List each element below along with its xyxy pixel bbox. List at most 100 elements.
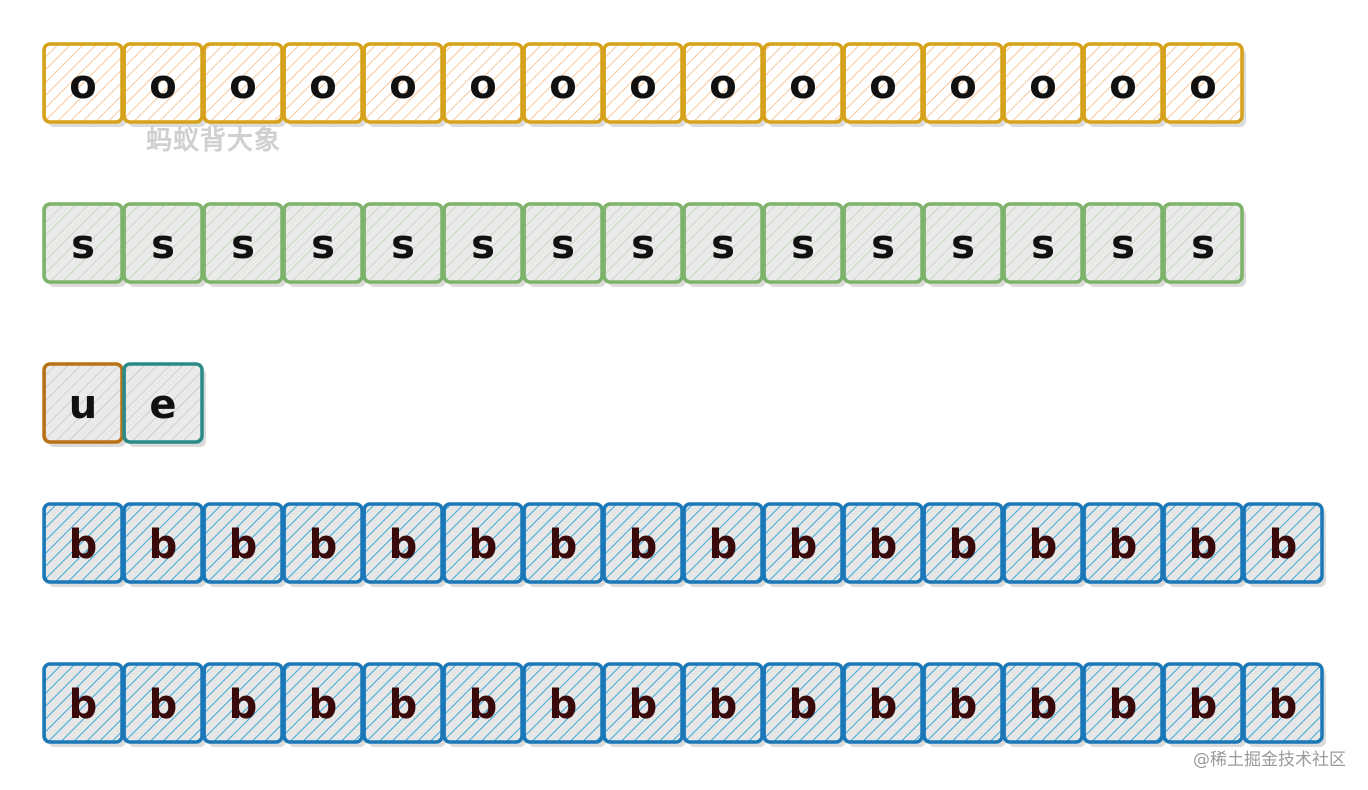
cell-letter: e [149, 382, 176, 428]
cell-letter: b [949, 682, 978, 728]
cell-border-sketch [524, 202, 603, 283]
row-o-cell-8: o [602, 42, 686, 127]
cell-hatch [1004, 44, 1082, 122]
cell-letter: o [469, 62, 496, 108]
cell-hatch [284, 204, 362, 282]
cell-border-sketch [1084, 42, 1163, 123]
row-b-2-cell-10: b [762, 662, 846, 747]
cell-hatch [764, 664, 842, 742]
cell-hatch [1004, 504, 1082, 582]
cell-letter: o [789, 62, 816, 108]
cell-hatch [364, 44, 442, 122]
cell-hatch [204, 504, 282, 582]
cell-hatch [124, 204, 202, 282]
cell-hatch [444, 44, 522, 122]
cell-hatch [204, 664, 282, 742]
cell-hatch [1004, 204, 1082, 282]
row-b-2-cell-6: b [442, 662, 526, 747]
row-b-1-cell-2: b [122, 502, 206, 587]
row-s-cell-11: s [842, 202, 926, 287]
cell-hatch [764, 504, 842, 582]
cell-letter: s [871, 222, 895, 268]
cell-border-sketch [764, 662, 843, 743]
row-ue-cell-2: e [122, 362, 206, 447]
cell-hatch [924, 504, 1002, 582]
cell-hatch [1164, 204, 1242, 282]
row-s-cell-12: s [922, 202, 1006, 287]
cell-border-sketch [1244, 662, 1323, 743]
cell-letter: b [869, 522, 898, 568]
row-o-cell-7: o [522, 42, 606, 127]
cell-hatch [44, 364, 122, 442]
cell-letter: b [1109, 682, 1138, 728]
cell-border-sketch [44, 202, 123, 283]
cell-letter: b [1109, 522, 1138, 568]
cell-letter: o [1109, 62, 1136, 108]
cell-border-sketch [284, 502, 363, 583]
cell-hatch [124, 504, 202, 582]
cell-letter: b [469, 522, 498, 568]
cell-hatch [204, 204, 282, 282]
cell-letter: o [629, 62, 656, 108]
cell-letter: b [229, 682, 258, 728]
cell-hatch [764, 204, 842, 282]
cell-letter: s [231, 222, 255, 268]
cell-letter: o [549, 62, 576, 108]
cell-border-sketch [764, 42, 843, 123]
cell-letter: b [549, 682, 578, 728]
cell-hatch [524, 504, 602, 582]
cell-letter: o [389, 62, 416, 108]
cell-hatch [764, 44, 842, 122]
cell-border-sketch [1004, 42, 1083, 123]
cell-border-sketch [1164, 502, 1243, 583]
cell-letter: b [1029, 682, 1058, 728]
cell-hatch [124, 664, 202, 742]
row-s-cell-10: s [762, 202, 846, 287]
cell-letter: b [69, 682, 98, 728]
cell-letter: b [1189, 682, 1218, 728]
cell-border-sketch [924, 42, 1003, 123]
row-o-cell-6: o [442, 42, 526, 127]
cell-border-sketch [44, 362, 123, 443]
cell-hatch [1164, 504, 1242, 582]
row-b-2-cell-2: b [122, 662, 206, 747]
row-s-cell-5: s [362, 202, 446, 287]
cell-letter: s [71, 222, 95, 268]
cell-border-sketch [1004, 202, 1083, 283]
cell-hatch [124, 44, 202, 122]
cell-border-sketch [924, 202, 1003, 283]
cell-hatch [844, 204, 922, 282]
cell-border-sketch [284, 202, 363, 283]
cell-letter: b [709, 522, 738, 568]
cell-letter: b [629, 522, 658, 568]
cell-border-sketch [124, 502, 203, 583]
cell-border-sketch [1004, 502, 1083, 583]
cell-hatch [524, 44, 602, 122]
cell-letter: s [791, 222, 815, 268]
row-o-cell-13: o [1002, 42, 1086, 127]
row-o-cell-5: o [362, 42, 446, 127]
cell-letter: s [1031, 222, 1055, 268]
cell-border-sketch [684, 662, 763, 743]
cell-letter: b [789, 682, 818, 728]
cell-letter: b [469, 682, 498, 728]
cell-border-sketch [364, 662, 443, 743]
cell-letter: b [629, 682, 658, 728]
cell-border-sketch [364, 42, 443, 123]
row-o-cell-2: o [122, 42, 206, 127]
cell-border-sketch [1164, 662, 1243, 743]
cell-hatch [524, 664, 602, 742]
row-b-2-cell-16: b [1242, 662, 1326, 747]
cell-letter: b [549, 522, 578, 568]
cell-border-sketch [44, 502, 123, 583]
cell-border-sketch [444, 662, 523, 743]
cell-hatch [524, 204, 602, 282]
cell-border-sketch [764, 202, 843, 283]
cell-hatch [1004, 664, 1082, 742]
row-b-1-cell-16: b [1242, 502, 1326, 587]
cell-hatch [1244, 664, 1322, 742]
cell-border-sketch [204, 202, 283, 283]
